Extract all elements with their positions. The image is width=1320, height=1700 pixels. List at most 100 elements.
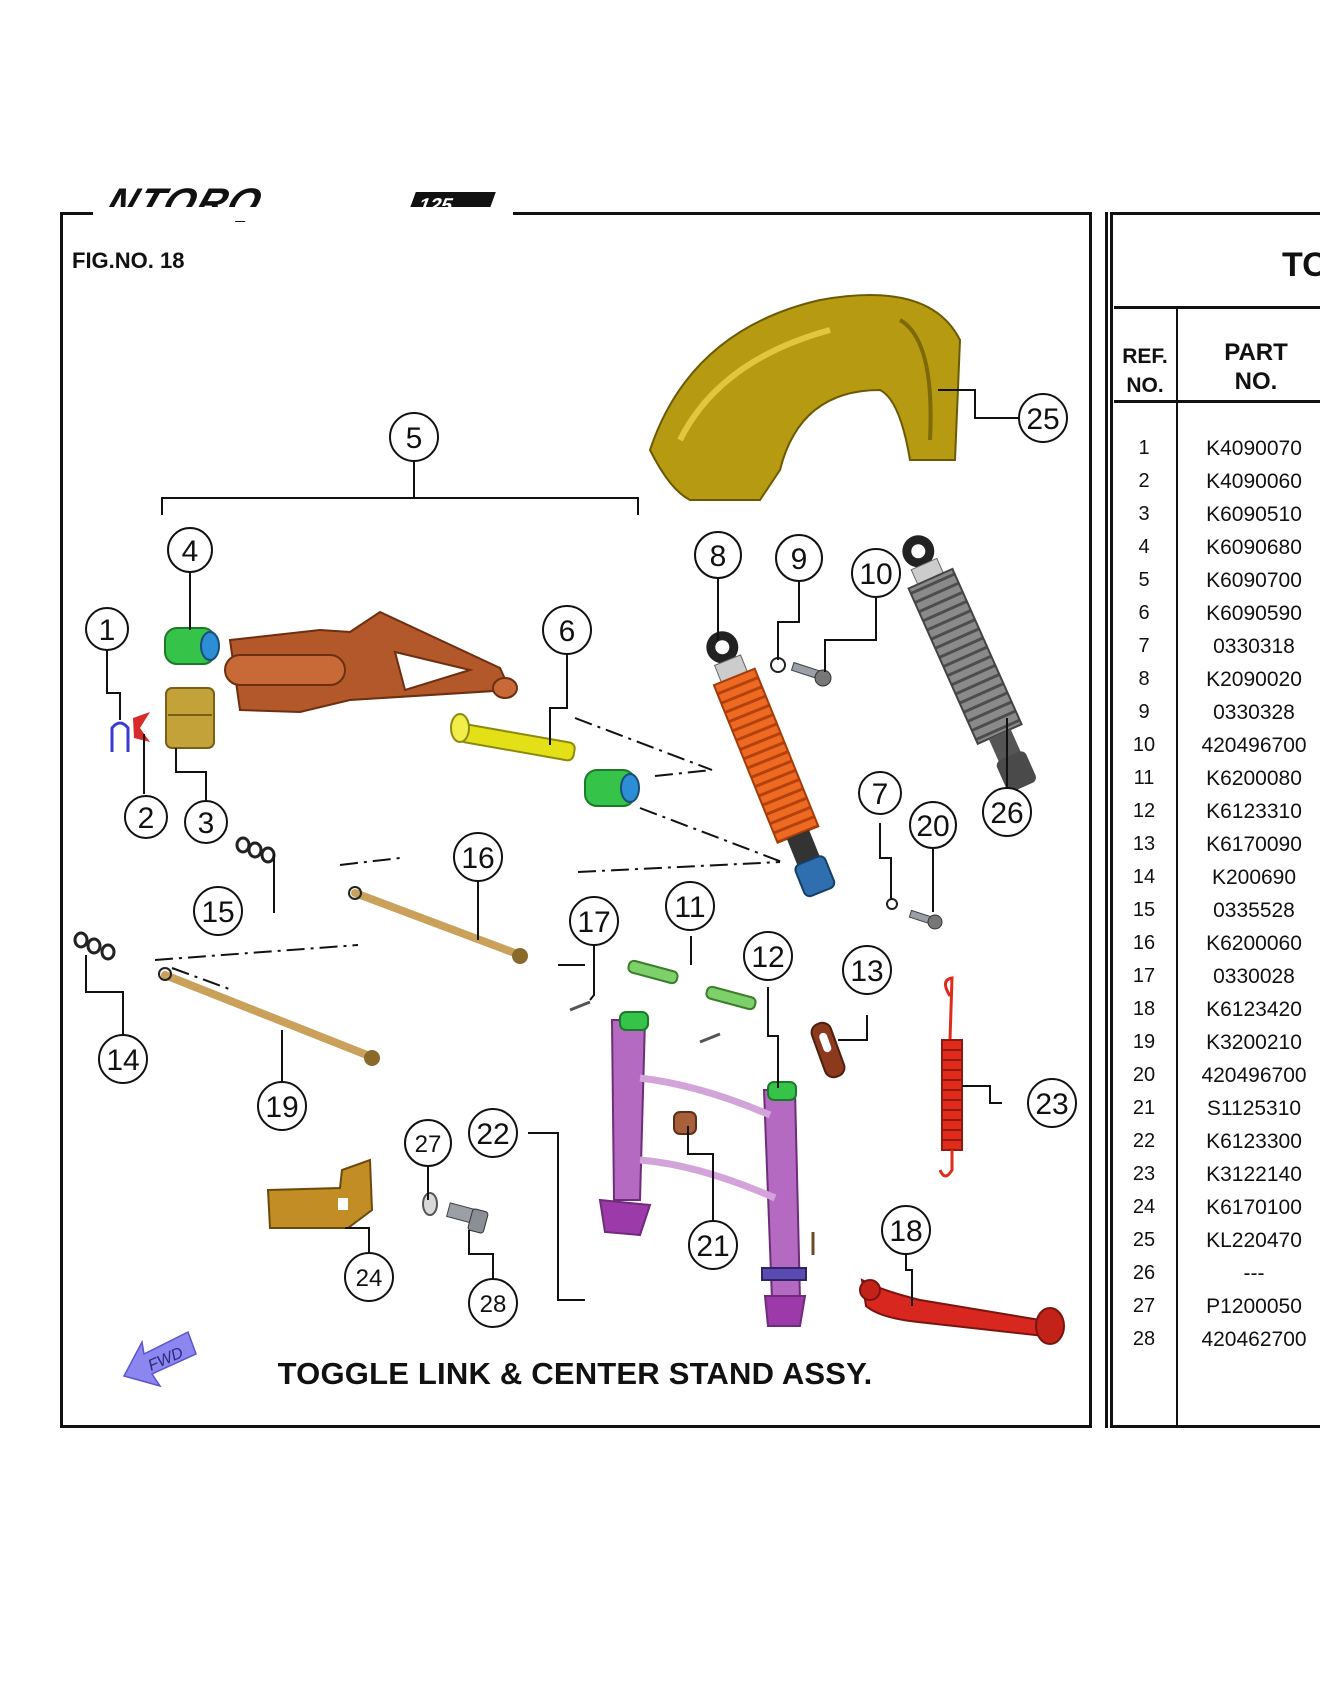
nut-set-15-part xyxy=(235,836,276,864)
parts-table-title: TO xyxy=(1282,246,1320,284)
callout-24: 24 xyxy=(344,1252,394,1302)
column-divider xyxy=(1176,308,1178,1428)
svg-text:17: 17 xyxy=(577,906,610,939)
spring-part xyxy=(938,976,963,1178)
svg-text:9: 9 xyxy=(791,543,808,576)
callout-15: 15 xyxy=(193,886,243,936)
svg-text:5: 5 xyxy=(406,422,423,455)
callout-18: 18 xyxy=(881,1205,931,1255)
callout-2: 2 xyxy=(124,795,168,839)
svg-text:22: 22 xyxy=(476,1118,509,1151)
spring-clip-part xyxy=(133,712,150,742)
parts-table-frame xyxy=(1105,212,1320,1428)
cotter-pin-part xyxy=(699,1032,721,1044)
center-stand-part xyxy=(598,1011,807,1327)
svg-text:10: 10 xyxy=(859,558,892,591)
toggle-link-part xyxy=(224,610,518,714)
pin-12-part xyxy=(705,985,757,1011)
pin-11-part xyxy=(627,959,679,985)
svg-text:7: 7 xyxy=(872,778,889,811)
callout-12: 12 xyxy=(743,931,793,981)
header-divider-bottom xyxy=(1114,400,1320,403)
svg-text:20: 20 xyxy=(916,810,949,843)
callout-1: 1 xyxy=(85,607,129,651)
bushing-4-part xyxy=(164,627,220,665)
callout-27: 27 xyxy=(404,1119,452,1167)
svg-text:26: 26 xyxy=(990,797,1023,830)
callout-10: 10 xyxy=(851,548,901,598)
stopper-21-part xyxy=(673,1111,697,1135)
figure-title: TOGGLE LINK & CENTER STAND ASSY. xyxy=(277,1356,873,1391)
callout-19: 19 xyxy=(257,1081,307,1131)
svg-text:27: 27 xyxy=(415,1131,442,1158)
callout-6: 6 xyxy=(542,605,592,655)
callout-21: 21 xyxy=(688,1220,738,1270)
shaft-16-part xyxy=(348,886,528,964)
callout-26: 26 xyxy=(982,787,1032,837)
washer-7-part xyxy=(886,898,898,910)
callout-4: 4 xyxy=(167,527,213,573)
callout-28: 28 xyxy=(468,1278,518,1328)
callout-7: 7 xyxy=(858,771,902,815)
svg-text:13: 13 xyxy=(850,955,883,988)
callout-8: 8 xyxy=(694,531,742,579)
callout-13: 13 xyxy=(842,945,892,995)
bracket-24-part xyxy=(266,1158,374,1229)
shaft-19-part xyxy=(158,967,380,1066)
exploded-diagram: 1 2 3 4 5 6 7 8 9 10 11 12 13 14 15 16 1… xyxy=(73,294,1077,1345)
svg-text:21: 21 xyxy=(696,1230,729,1263)
svg-text:8: 8 xyxy=(710,540,727,573)
clip-part xyxy=(110,721,130,752)
washer-9-part xyxy=(770,657,786,673)
svg-text:3: 3 xyxy=(198,807,215,840)
shock-absorber-26-part xyxy=(902,535,1036,792)
pivot-bolt-part xyxy=(450,713,576,762)
svg-text:24: 24 xyxy=(356,1265,383,1292)
callout-14: 14 xyxy=(98,1034,148,1084)
svg-text:2: 2 xyxy=(138,802,155,835)
bolt-28-part xyxy=(446,1202,489,1234)
svg-text:25: 25 xyxy=(1026,403,1059,436)
mudguard-part xyxy=(648,294,962,501)
svg-text:14: 14 xyxy=(106,1044,139,1077)
side-stand-part xyxy=(859,1278,1065,1345)
callout-22: 22 xyxy=(468,1108,518,1158)
callout-3: 3 xyxy=(184,800,228,844)
ref-no-header: REF. NO. xyxy=(1122,345,1168,397)
svg-text:19: 19 xyxy=(265,1091,298,1124)
callout-17: 17 xyxy=(569,896,619,946)
svg-text:15: 15 xyxy=(201,896,234,929)
svg-text:6: 6 xyxy=(559,615,576,648)
stopper-plate-part xyxy=(810,1021,846,1079)
svg-text:18: 18 xyxy=(889,1215,922,1248)
svg-text:28: 28 xyxy=(480,1291,507,1318)
washer-27-part xyxy=(422,1192,438,1216)
callout-16: 16 xyxy=(453,832,503,882)
callout-5: 5 xyxy=(389,412,439,462)
